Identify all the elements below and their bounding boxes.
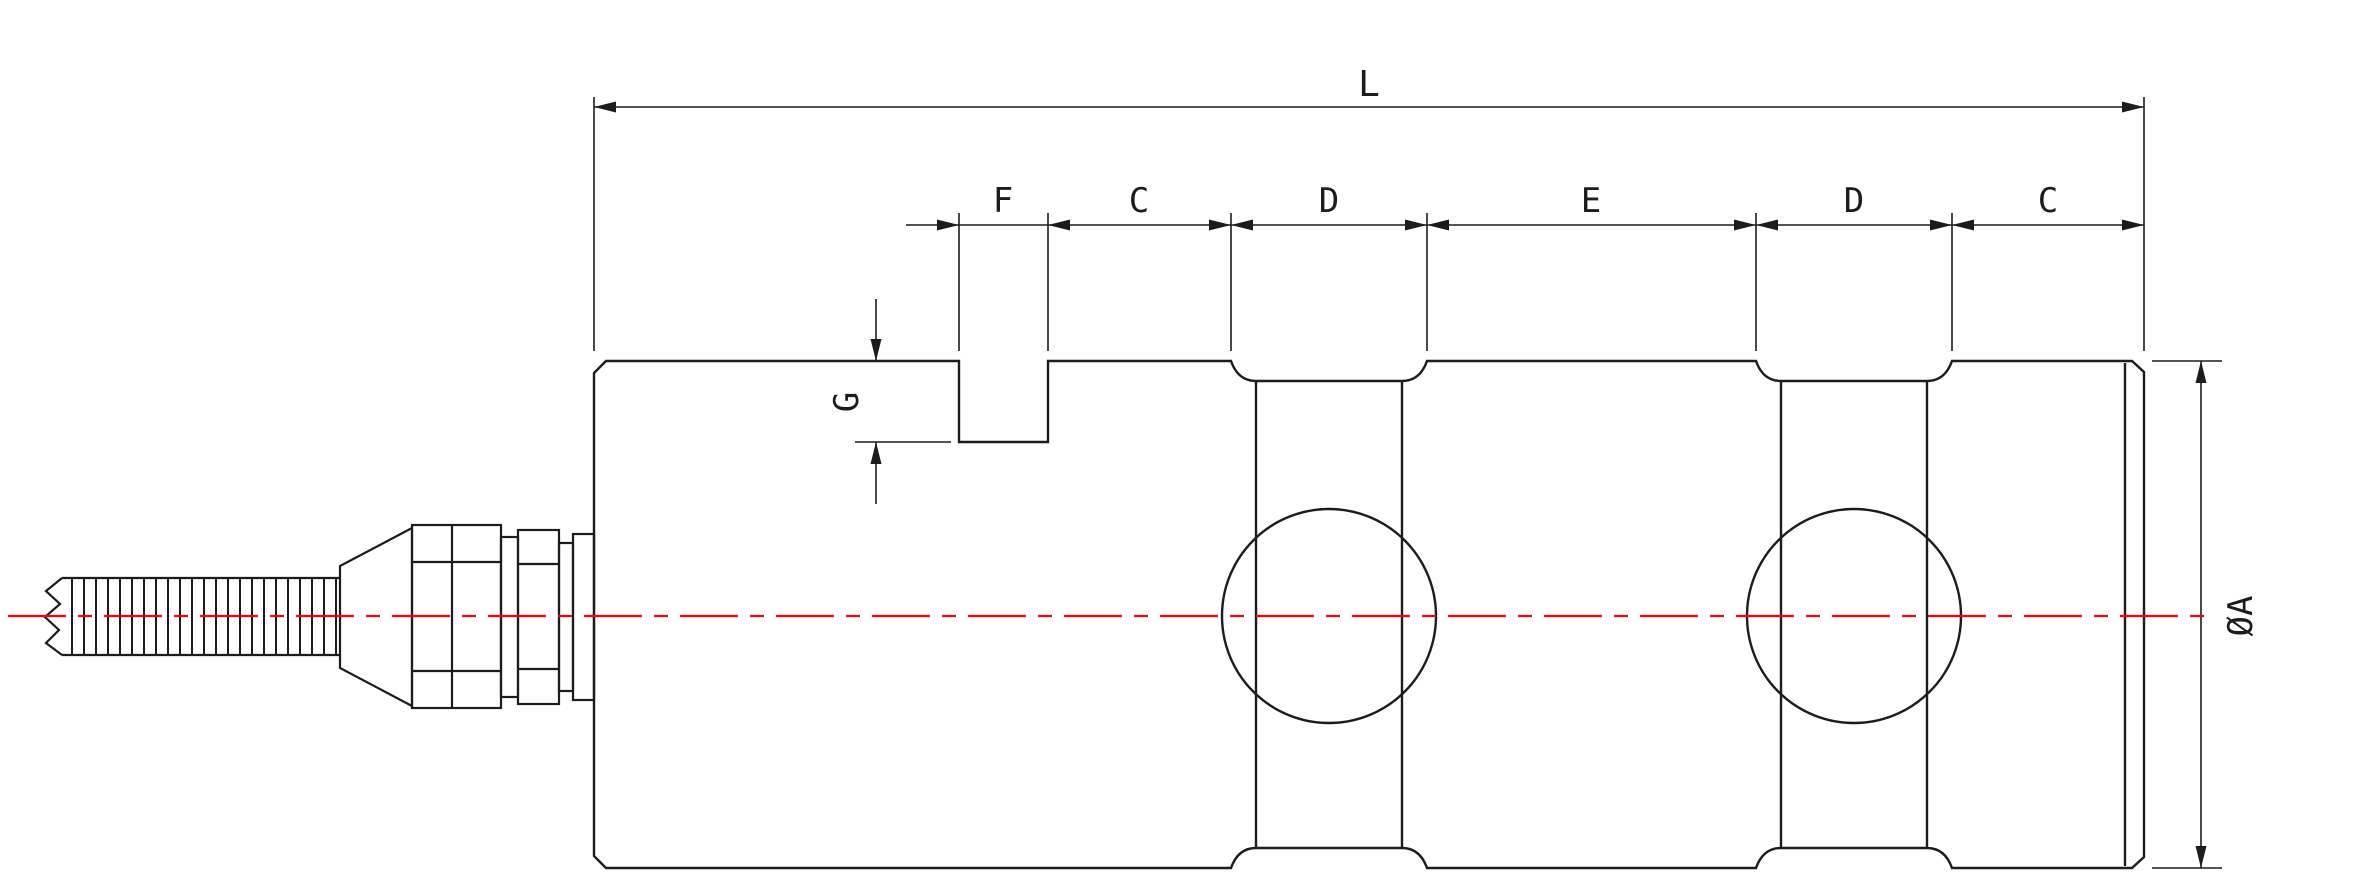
arrowhead xyxy=(870,442,882,464)
arrowhead xyxy=(1756,219,1778,231)
arrowhead xyxy=(870,339,882,361)
arrowhead xyxy=(2195,846,2207,868)
arrowhead xyxy=(2195,361,2207,383)
arrowhead xyxy=(1209,219,1231,231)
arrowhead xyxy=(1231,219,1253,231)
dim-label-C-right: C xyxy=(2038,181,2058,221)
dim-label-L: L xyxy=(1358,64,1380,105)
arrowhead xyxy=(1405,219,1427,231)
dimension-diameter: ØA xyxy=(2152,360,2261,869)
dim-label-diameter: ØA xyxy=(2221,596,2261,637)
arrowhead xyxy=(1427,219,1449,231)
dimension-notch-depth: G xyxy=(827,299,951,504)
arrowhead xyxy=(2122,101,2144,113)
arrowhead xyxy=(1734,219,1756,231)
arrowhead xyxy=(937,219,959,231)
dim-label-D-right: D xyxy=(1844,181,1864,221)
dim-label-D-left: D xyxy=(1319,181,1339,221)
dimension-overall-length: L xyxy=(593,64,2145,351)
arrowhead xyxy=(1952,219,1974,231)
arrowhead xyxy=(2122,219,2144,231)
dimension-chain: F C D E D C xyxy=(906,181,2144,351)
arrowhead xyxy=(1048,219,1070,231)
arrowhead xyxy=(594,101,616,113)
arrowhead xyxy=(1930,219,1952,231)
dim-label-C-left: C xyxy=(1129,181,1149,221)
dim-label-G: G xyxy=(827,392,867,412)
dim-label-F: F xyxy=(993,181,1013,221)
dim-label-E: E xyxy=(1581,181,1601,221)
